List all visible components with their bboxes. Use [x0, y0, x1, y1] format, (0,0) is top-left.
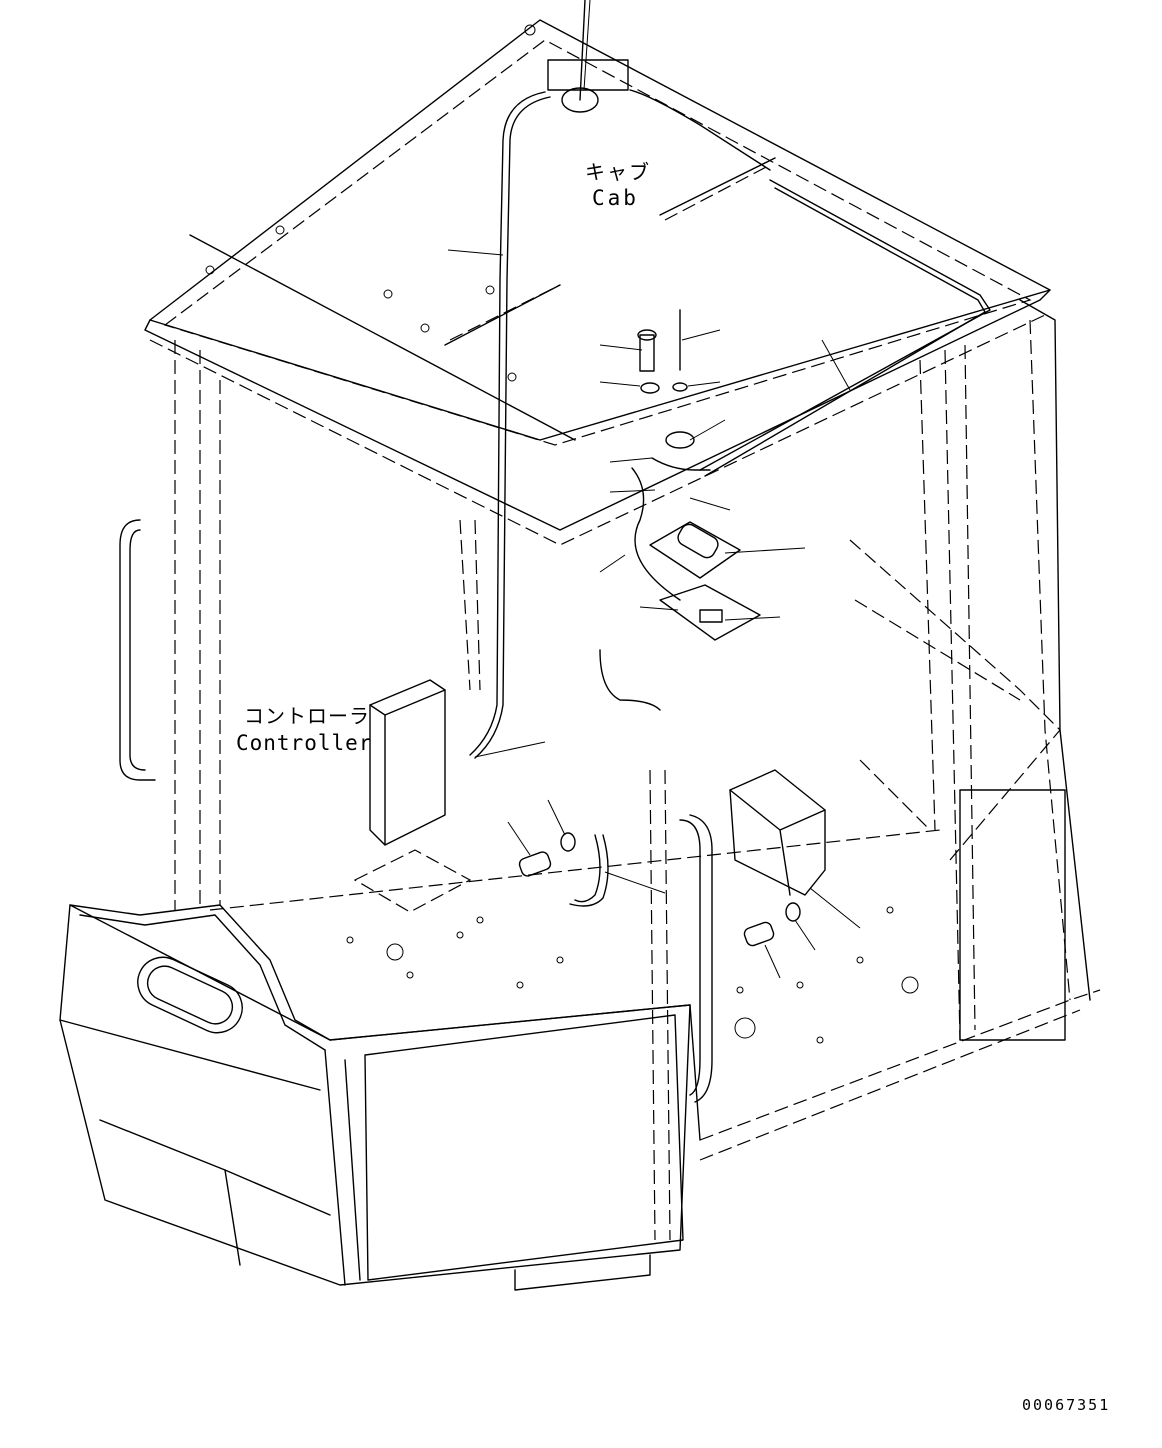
cab-frame — [174, 299, 1101, 1241]
cab-floor — [59, 814, 919, 1291]
cab-label: Cab — [592, 186, 639, 210]
drawing-number: 00067351 — [1022, 1396, 1111, 1414]
grab-handle-left — [119, 519, 156, 781]
leader-lines — [447, 0, 861, 979]
fasteners — [518, 309, 801, 947]
cab-roof — [144, 0, 1051, 546]
wiring-harness — [469, 89, 771, 759]
controller-unit — [369, 679, 446, 846]
controller-box-right — [729, 769, 826, 896]
cab-label-japanese: キャブ — [585, 160, 651, 184]
controller-label-japanese: コントローラ — [244, 704, 370, 728]
controller-label: Controller — [236, 731, 373, 755]
switch-panel — [649, 521, 761, 641]
